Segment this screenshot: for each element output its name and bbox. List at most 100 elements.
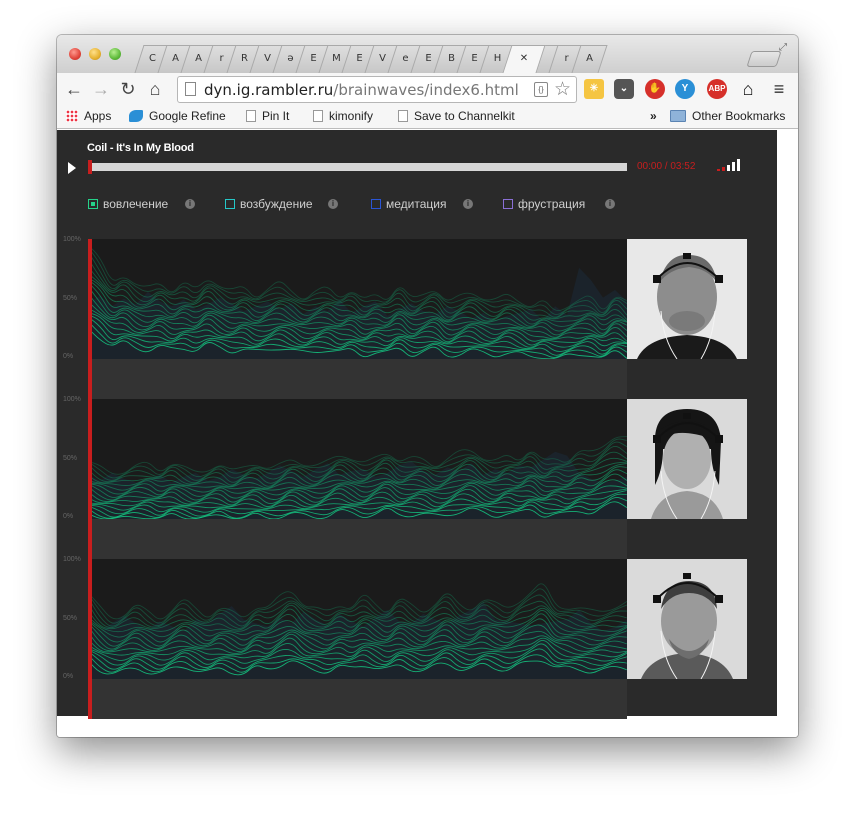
wave-line bbox=[88, 490, 627, 515]
legend-checkbox[interactable] bbox=[371, 199, 381, 209]
browser-tab[interactable]: ✕ bbox=[502, 45, 546, 73]
volume-icon[interactable] bbox=[717, 159, 747, 171]
volume-bar bbox=[722, 167, 725, 171]
chart-background bbox=[88, 239, 627, 359]
legend-item[interactable]: вовлечение i bbox=[88, 197, 218, 212]
legend-item[interactable]: медитация i bbox=[371, 197, 501, 212]
url-text[interactable]: dyn.ig.rambler.ru/brainwaves/index6.html bbox=[204, 81, 519, 99]
info-icon[interactable]: i bbox=[463, 199, 473, 209]
volume-bar bbox=[732, 162, 735, 171]
wave-line bbox=[88, 301, 627, 342]
bookmarks-overflow-button[interactable]: » bbox=[650, 109, 657, 123]
time-readout: 00:00 / 03:52 bbox=[637, 161, 696, 172]
wave-line bbox=[88, 604, 627, 631]
address-bar[interactable]: dyn.ig.rambler.ru/brainwaves/index6.html… bbox=[177, 76, 577, 103]
other-bookmarks-folder[interactable]: Other Bookmarks bbox=[670, 109, 785, 123]
participant-photo bbox=[627, 239, 747, 359]
y-tick-label: 100% bbox=[63, 236, 81, 243]
y-extension-icon[interactable]: Y bbox=[675, 79, 695, 99]
chart-footer bbox=[88, 359, 627, 399]
apps-grid-icon bbox=[66, 110, 78, 122]
google-refine-icon bbox=[129, 110, 143, 122]
info-icon[interactable]: i bbox=[328, 199, 338, 209]
bookmark-pin-it[interactable]: Pin It bbox=[246, 109, 289, 123]
wave-line bbox=[88, 588, 627, 624]
wave-line bbox=[88, 327, 627, 359]
legend-checkbox[interactable] bbox=[503, 199, 513, 209]
bookmark-channelkit[interactable]: Save to Channelkit bbox=[398, 109, 515, 123]
y-tick-label: 50% bbox=[63, 295, 78, 302]
wave-line bbox=[88, 607, 627, 633]
bookmark-label: Other Bookmarks bbox=[692, 109, 786, 123]
pocket-icon[interactable]: ⌄ bbox=[614, 79, 634, 99]
bookmark-kimonify[interactable]: kimonify bbox=[313, 109, 373, 123]
new-tab-button[interactable] bbox=[746, 51, 782, 67]
playhead-line bbox=[88, 559, 92, 679]
legend-label: медитация bbox=[386, 197, 447, 211]
wave-line bbox=[88, 307, 627, 346]
playhead-line bbox=[88, 679, 92, 719]
wave-line bbox=[88, 637, 627, 656]
legend-item[interactable]: возбуждение i bbox=[225, 197, 355, 212]
wave-line bbox=[88, 583, 627, 620]
wave-line bbox=[88, 320, 627, 358]
wave-line bbox=[88, 316, 627, 356]
wave-line bbox=[88, 497, 627, 519]
wave-line bbox=[88, 610, 627, 638]
legend-checkbox[interactable] bbox=[225, 199, 235, 209]
window-close-button[interactable] bbox=[69, 48, 81, 60]
wave-line bbox=[88, 643, 627, 666]
progress-handle[interactable] bbox=[88, 160, 92, 174]
playhead-line bbox=[88, 519, 92, 559]
bookmark-apps[interactable]: Apps bbox=[66, 109, 111, 123]
page-icon bbox=[313, 110, 323, 122]
wave-line bbox=[88, 273, 627, 325]
legend-label: вовлечение bbox=[103, 197, 169, 211]
wave-line bbox=[88, 660, 627, 676]
wave-line bbox=[88, 293, 627, 340]
reload-button[interactable]: ↻ bbox=[120, 79, 136, 99]
bookmark-google-refine[interactable]: Google Refine bbox=[129, 109, 226, 123]
chrome-menu-icon[interactable]: ≡ bbox=[773, 79, 785, 99]
bookmark-label: Google Refine bbox=[149, 109, 226, 123]
adblock-plus-icon[interactable]: ABP bbox=[707, 79, 727, 99]
home-extension-icon[interactable]: ⌂ bbox=[742, 79, 754, 99]
back-button[interactable]: ← bbox=[65, 79, 83, 99]
wave-line bbox=[88, 654, 627, 673]
wave-line bbox=[88, 258, 627, 319]
bookmark-star-icon[interactable]: ☆ bbox=[554, 79, 572, 100]
wave-line bbox=[88, 445, 627, 484]
wave-line bbox=[88, 461, 627, 491]
home-button[interactable]: ⌂ bbox=[149, 79, 161, 99]
url-path: /brainwaves/index6.html bbox=[333, 81, 519, 99]
chart-background bbox=[88, 559, 627, 679]
stop-extension-icon[interactable]: ✋ bbox=[645, 79, 665, 99]
participant-photo-frame bbox=[627, 239, 747, 359]
browser-toolbar: ← → ↻ ⌂ dyn.ig.rambler.ru/brainwaves/ind… bbox=[57, 73, 798, 105]
extension-sun-icon[interactable]: ✳ bbox=[584, 79, 604, 99]
wave-line bbox=[88, 451, 627, 486]
engagement-wave-chart bbox=[88, 244, 627, 359]
chart-footer bbox=[88, 679, 627, 719]
legend-label: возбуждение bbox=[240, 197, 313, 211]
forward-button[interactable]: → bbox=[92, 79, 110, 99]
volume-bar bbox=[737, 159, 740, 171]
legend-checkbox[interactable] bbox=[88, 199, 98, 209]
page-content: Coil - It's In My Blood 00:00 / 03:52 во… bbox=[57, 130, 798, 737]
info-icon[interactable]: i bbox=[185, 199, 195, 209]
wave-panel: 100%50%0% bbox=[57, 396, 777, 559]
playhead-line bbox=[88, 239, 92, 359]
play-icon[interactable] bbox=[68, 162, 76, 174]
page-action-icon[interactable]: {} bbox=[534, 82, 548, 97]
info-icon[interactable]: i bbox=[605, 199, 615, 209]
page-icon bbox=[185, 82, 196, 96]
window-maximize-button[interactable] bbox=[109, 48, 121, 60]
fullscreen-icon[interactable]: ⤢ bbox=[779, 42, 787, 53]
browser-tab[interactable]: A bbox=[571, 45, 608, 73]
wave-line bbox=[88, 479, 627, 506]
wave-line bbox=[88, 463, 627, 495]
window-minimize-button[interactable] bbox=[89, 48, 101, 60]
progress-track[interactable] bbox=[88, 163, 627, 171]
